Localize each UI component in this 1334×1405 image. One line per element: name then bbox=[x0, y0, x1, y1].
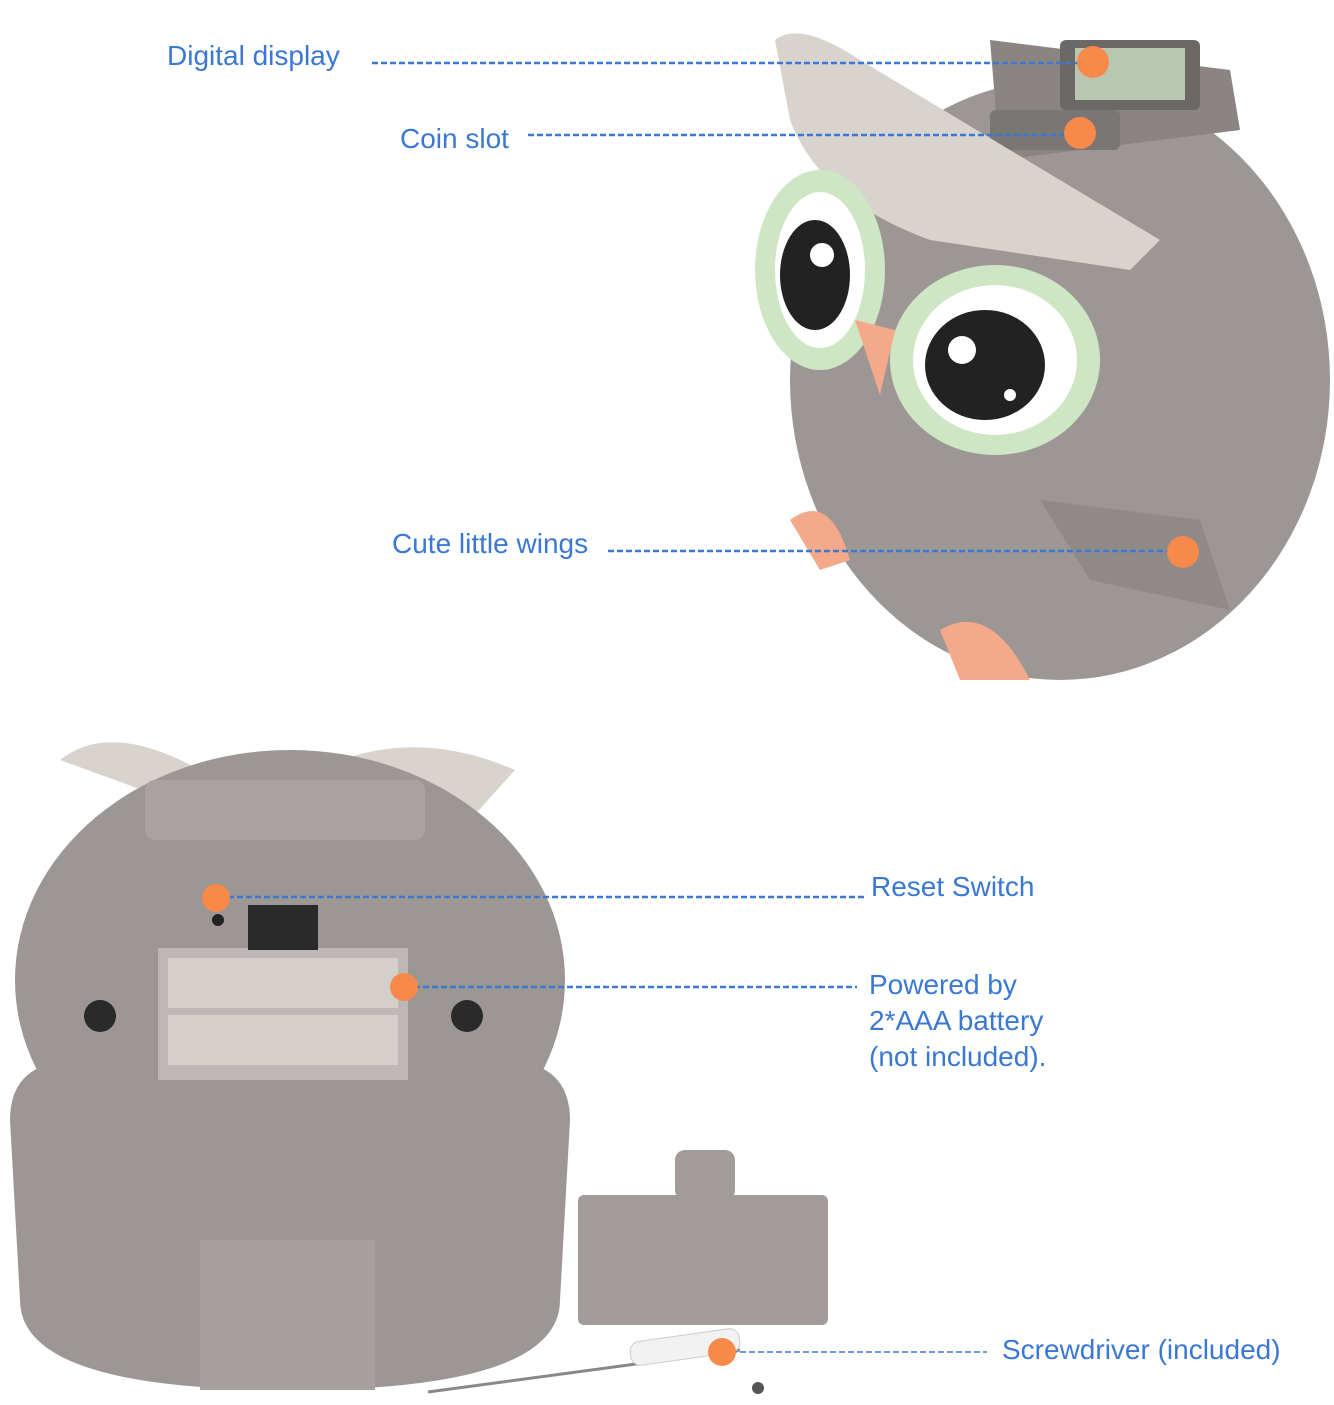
battery-cover bbox=[578, 1195, 828, 1325]
callout-dot-battery bbox=[390, 973, 418, 1001]
callout-dot-reset-switch bbox=[202, 884, 230, 912]
callout-dot-wings bbox=[1167, 536, 1199, 568]
callout-dot-coin-slot bbox=[1064, 117, 1096, 149]
owl-back-view bbox=[10, 742, 828, 1394]
label-coin-slot: Coin slot bbox=[400, 123, 509, 154]
callout-dot-screwdriver bbox=[708, 1338, 736, 1366]
owl-wing bbox=[1040, 500, 1230, 610]
label-wings: Cute little wings bbox=[392, 528, 589, 559]
label-battery: Powered by 2*AAA battery (not included). bbox=[869, 969, 1047, 1072]
owl-front-view bbox=[755, 33, 1330, 680]
label-digital-display: Digital display bbox=[167, 40, 340, 71]
label-reset-switch: Reset Switch bbox=[871, 871, 1035, 902]
coin-slot bbox=[990, 110, 1120, 150]
reset-switch-hole bbox=[212, 914, 224, 926]
callout-dot-digital-display bbox=[1077, 46, 1109, 78]
label-screwdriver: Screwdriver (included) bbox=[1002, 1334, 1281, 1365]
